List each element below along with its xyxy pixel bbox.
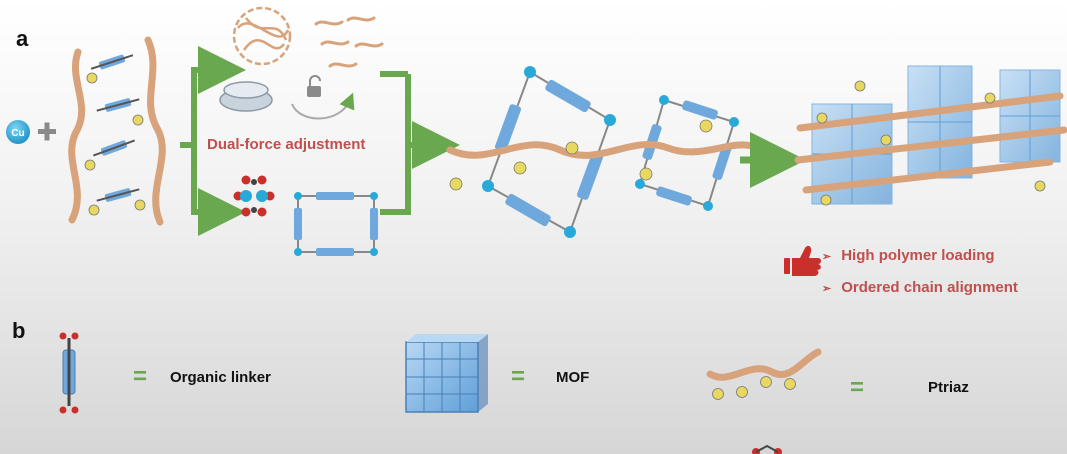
legend-label-polymer: Ptriaz [928, 379, 969, 396]
legend-linker-icon [59, 332, 79, 414]
advantage-text-1: High polymer loading [841, 247, 995, 264]
cu-paddlewheel-icon [233, 175, 275, 217]
cu-ion-icon: Cu [6, 120, 30, 144]
panel-label-a: a [16, 26, 29, 51]
legend-mof-icon [405, 334, 488, 413]
advantage-text-2: Ordered chain alignment [841, 279, 1018, 296]
panel-label-b: b [12, 318, 26, 343]
mof-frame-medium [635, 95, 739, 211]
plus-sign-icon [38, 122, 56, 141]
legend-polymer-icon [706, 348, 822, 400]
bullet-arrow-icon: ➢ [822, 251, 832, 263]
legend-label-mof: MOF [556, 369, 590, 386]
equals-sign-mof: = [511, 363, 526, 390]
polymer-coil-icon [232, 6, 292, 66]
legend-label-linker: Organic linker [170, 369, 271, 386]
thumbs-up-icon [784, 245, 821, 276]
equals-sign-linker: = [133, 363, 148, 390]
polymer-chain-middle [446, 141, 756, 159]
linkers-left [90, 54, 140, 202]
bracket-arrows-out [380, 71, 460, 215]
clam-shell-icon [219, 81, 273, 112]
bullet-arrow-icon: ➢ [822, 283, 832, 295]
unlock-icon [291, 75, 355, 120]
polymer-strands-icon [314, 16, 384, 68]
charges-middle [449, 119, 713, 191]
equals-sign-polymer: = [850, 374, 865, 401]
cu-label: Cu [11, 128, 24, 139]
advantage-item-2: ➢ Ordered chain alignment [822, 279, 1018, 296]
mof-square-net-small [294, 192, 378, 256]
bracket-arrows-in [180, 46, 246, 236]
polymer-chains-left [68, 36, 166, 226]
partial-molecule-icon [752, 444, 782, 454]
mof-polymer-composite [794, 65, 1067, 206]
advantage-item-1: ➢ High polymer loading [822, 247, 995, 264]
dual-force-label: Dual-force adjustment [207, 136, 366, 153]
charges-left [84, 72, 146, 216]
mof-frame-large [482, 66, 616, 238]
